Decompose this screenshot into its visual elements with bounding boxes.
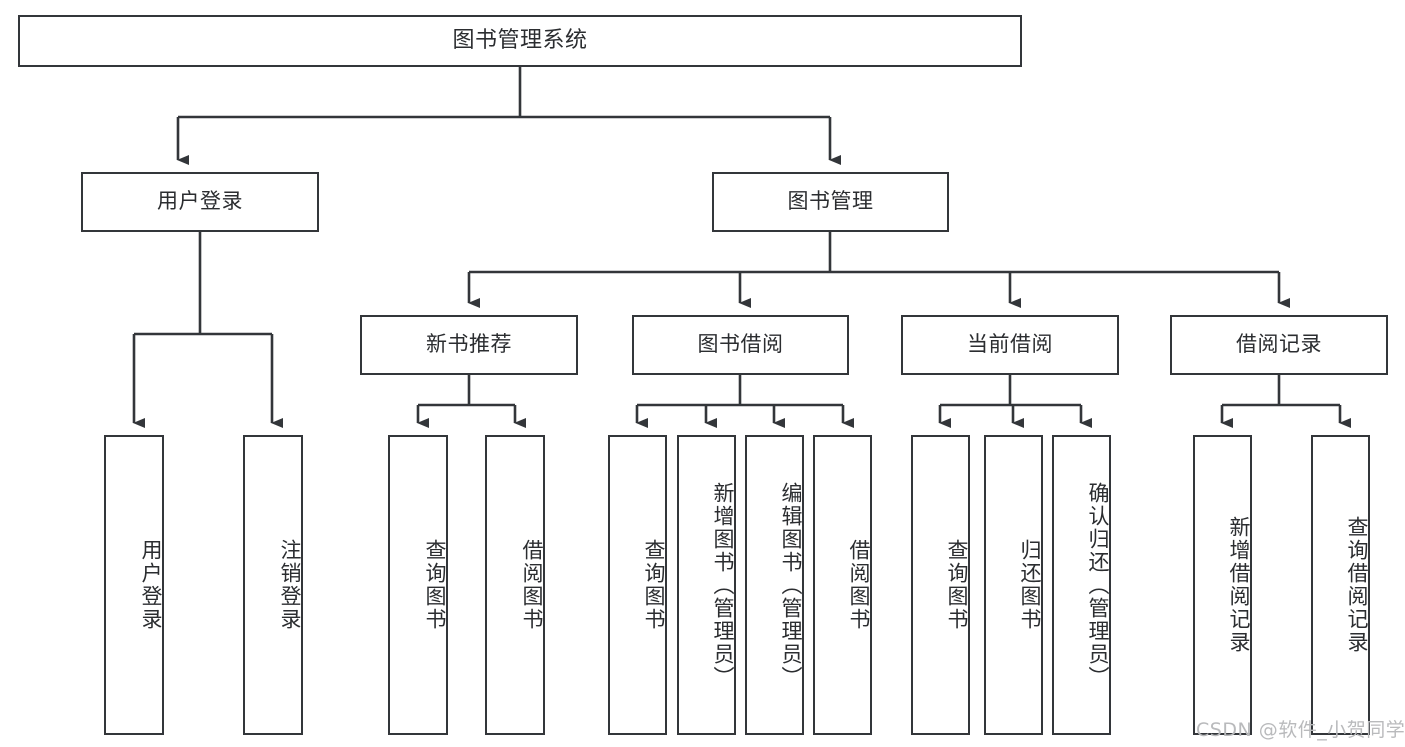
node-leaf-add-book[interactable]: 新增图书（管理员） — [677, 435, 736, 735]
node-user-login[interactable]: 用户登录 — [81, 172, 319, 232]
node-label: 注销登录 — [278, 539, 302, 631]
node-label: 借阅记录 — [1236, 332, 1322, 357]
node-label: 借阅图书 — [847, 539, 871, 631]
node-label: 查询图书 — [423, 539, 447, 631]
node-label: 编辑图书（管理员） — [779, 481, 803, 689]
node-leaf-query-book-recommend[interactable]: 查询图书 — [388, 435, 448, 735]
node-leaf-query-book-current[interactable]: 查询图书 — [911, 435, 970, 735]
node-leaf-borrow-book-recommend[interactable]: 借阅图书 — [485, 435, 545, 735]
node-current-borrow[interactable]: 当前借阅 — [901, 315, 1119, 375]
node-label: 用户登录 — [157, 189, 243, 214]
node-label: 用户登录 — [139, 539, 163, 631]
node-root-book-management-system[interactable]: 图书管理系统 — [18, 15, 1022, 67]
node-label: 图书管理 — [787, 189, 874, 214]
node-label: 图书借阅 — [697, 332, 784, 357]
node-leaf-user-login[interactable]: 用户登录 — [104, 435, 164, 735]
node-leaf-add-borrow-record[interactable]: 新增借阅记录 — [1193, 435, 1252, 735]
node-label: 借阅图书 — [520, 539, 544, 631]
node-leaf-confirm-return[interactable]: 确认归还（管理员） — [1052, 435, 1111, 735]
node-label: 确认归还（管理员） — [1086, 481, 1110, 689]
node-label: 新书推荐 — [426, 332, 512, 357]
node-leaf-query-borrow-record[interactable]: 查询借阅记录 — [1311, 435, 1370, 735]
node-leaf-return-book[interactable]: 归还图书 — [984, 435, 1043, 735]
node-leaf-logout[interactable]: 注销登录 — [243, 435, 303, 735]
csdn-watermark: CSDN @软件_小贺同学 — [1196, 719, 1405, 741]
node-label: 查询借阅记录 — [1345, 516, 1369, 654]
node-label: 新增借阅记录 — [1227, 516, 1251, 654]
node-label: 查询图书 — [642, 539, 666, 631]
node-book-borrow[interactable]: 图书借阅 — [632, 315, 849, 375]
node-label: 当前借阅 — [967, 332, 1053, 357]
node-leaf-edit-book[interactable]: 编辑图书（管理员） — [745, 435, 804, 735]
node-label: 查询图书 — [945, 539, 969, 631]
node-label: 新增图书（管理员） — [711, 481, 735, 689]
node-label: 归还图书 — [1018, 539, 1042, 631]
node-leaf-borrow-book[interactable]: 借阅图书 — [813, 435, 872, 735]
node-book-management[interactable]: 图书管理 — [712, 172, 949, 232]
node-new-book-recommend[interactable]: 新书推荐 — [360, 315, 578, 375]
node-borrow-record[interactable]: 借阅记录 — [1170, 315, 1388, 375]
node-leaf-query-book-borrow[interactable]: 查询图书 — [608, 435, 667, 735]
node-label: 图书管理系统 — [452, 27, 588, 53]
